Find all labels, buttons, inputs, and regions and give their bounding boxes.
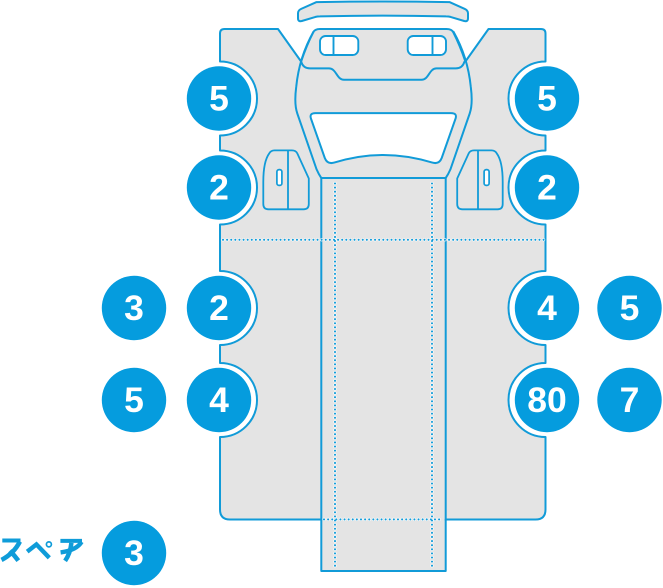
svg-text:4: 4 xyxy=(209,380,229,420)
svg-text:2: 2 xyxy=(537,168,557,208)
svg-text:7: 7 xyxy=(620,380,640,420)
svg-text:2: 2 xyxy=(209,168,229,208)
svg-text:4: 4 xyxy=(537,288,557,328)
svg-text:5: 5 xyxy=(209,79,229,119)
svg-text:80: 80 xyxy=(527,380,567,420)
svg-text:2: 2 xyxy=(209,288,229,328)
svg-text:5: 5 xyxy=(537,79,557,119)
svg-text:3: 3 xyxy=(124,288,144,328)
svg-text:5: 5 xyxy=(620,288,640,328)
svg-text:3: 3 xyxy=(124,533,144,573)
svg-text:5: 5 xyxy=(124,380,144,420)
